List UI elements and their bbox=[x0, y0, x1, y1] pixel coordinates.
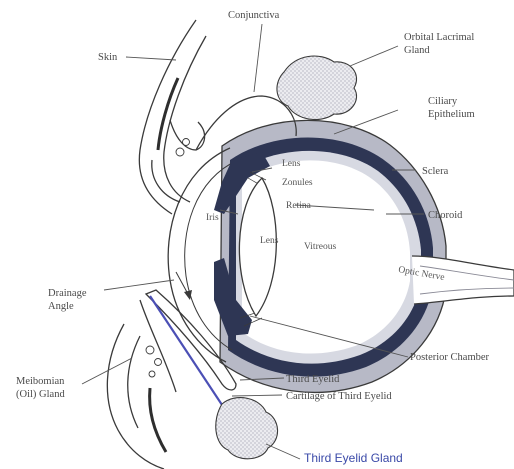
label-orbital-lacrimal-gland-line2: Gland bbox=[404, 45, 430, 56]
third-eyelid-gland bbox=[216, 398, 278, 459]
upper-eyelid bbox=[139, 20, 206, 214]
label-vitreous: Vitreous bbox=[304, 242, 336, 252]
label-lens-zonules-line1: Lens bbox=[282, 159, 301, 169]
label-sclera: Sclera bbox=[422, 166, 449, 177]
label-ciliary-epithelium-line2: Epithelium bbox=[428, 109, 475, 120]
drainage-arrow-head bbox=[184, 290, 192, 300]
label-lens-zonules-line2: Zonules bbox=[282, 178, 313, 188]
label-ciliary-epithelium: Ciliary Epithelium bbox=[428, 96, 475, 120]
label-meibomian-gland-line2: (Oil) Gland bbox=[16, 389, 65, 400]
label-cartilage-third-eyelid: Cartilage of Third Eyelid bbox=[286, 391, 392, 402]
label-posterior-chamber: Posterior Chamber bbox=[410, 352, 490, 363]
label-conjunctiva: Conjunctiva bbox=[228, 10, 280, 21]
label-orbital-lacrimal-gland-line1: Orbital Lacrimal bbox=[404, 32, 474, 43]
label-iris: Iris bbox=[206, 213, 219, 223]
label-choroid: Choroid bbox=[428, 210, 463, 221]
label-skin: Skin bbox=[98, 52, 118, 63]
label-lens: Lens bbox=[260, 236, 279, 246]
label-meibomian-gland: Meibomian (Oil) Gland bbox=[16, 376, 67, 400]
label-orbital-lacrimal-gland: Orbital Lacrimal Gland bbox=[404, 32, 477, 56]
label-third-eyelid-gland: Third Eyelid Gland bbox=[304, 451, 403, 465]
label-drainage-angle: Drainage Angle bbox=[48, 288, 89, 312]
label-drainage-angle-line1: Drainage bbox=[48, 288, 87, 299]
label-third-eyelid: Third Eyelid bbox=[286, 374, 340, 385]
lower-eyelid bbox=[107, 300, 176, 469]
label-retina: Retina bbox=[286, 201, 312, 211]
label-drainage-angle-line2: Angle bbox=[48, 301, 74, 312]
label-meibomian-gland-line1: Meibomian bbox=[16, 376, 65, 387]
label-ciliary-epithelium-line1: Ciliary bbox=[428, 96, 458, 107]
